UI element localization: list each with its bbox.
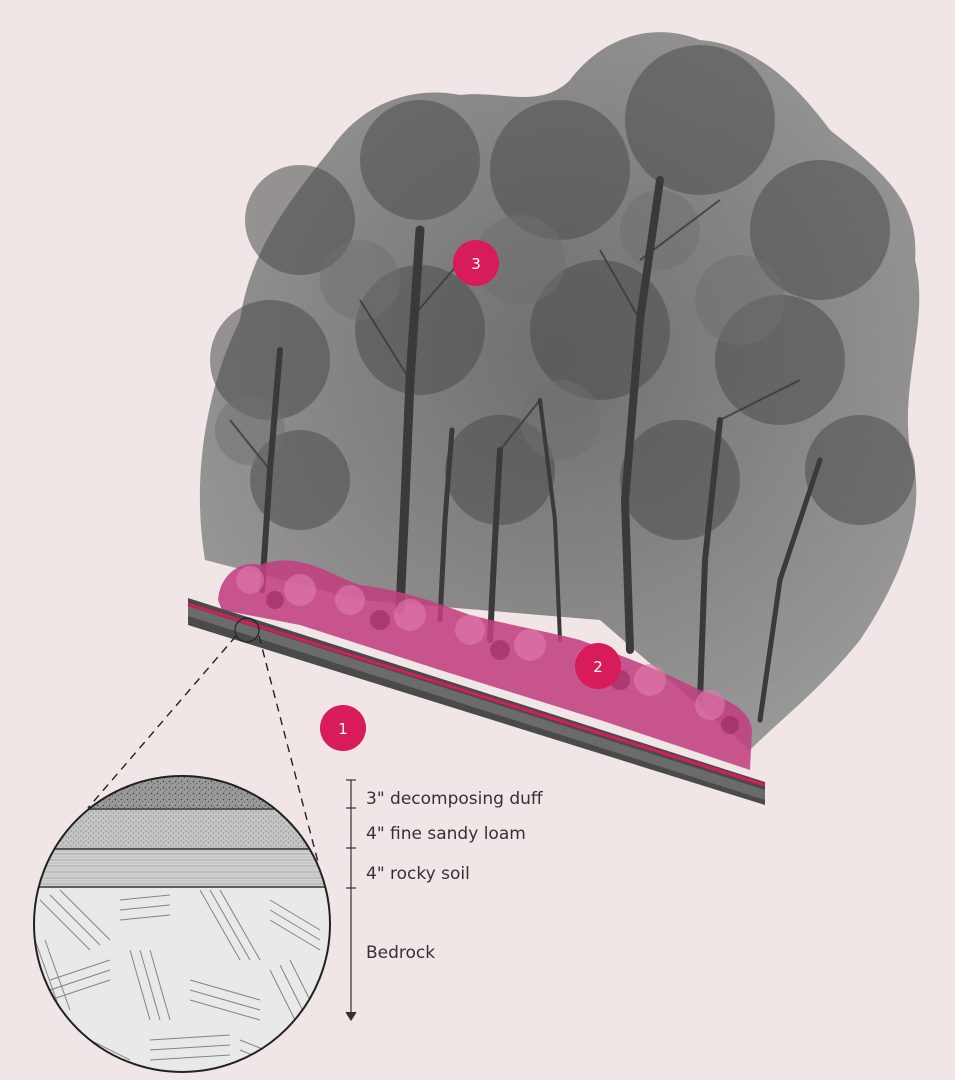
layer-label-rocky-soil: 4" rocky soil	[366, 864, 470, 884]
marker-1: 1	[320, 705, 366, 751]
sandy-loam-layer	[30, 808, 340, 850]
marker-2: 2	[575, 643, 621, 689]
layer-label-bedrock: Bedrock	[366, 943, 435, 963]
marker-3: 3	[453, 240, 499, 286]
depth-ruler	[346, 780, 356, 1020]
marker-2-label: 2	[593, 658, 603, 676]
soil-profile-circle	[30, 770, 340, 1076]
marker-3-label: 3	[471, 255, 481, 273]
rocky-soil-layer	[30, 848, 340, 888]
marker-1-label: 1	[338, 720, 348, 738]
layer-label-sandy-loam: 4" fine sandy loam	[366, 824, 526, 844]
layer-label-duff: 3" decomposing duff	[366, 789, 544, 809]
